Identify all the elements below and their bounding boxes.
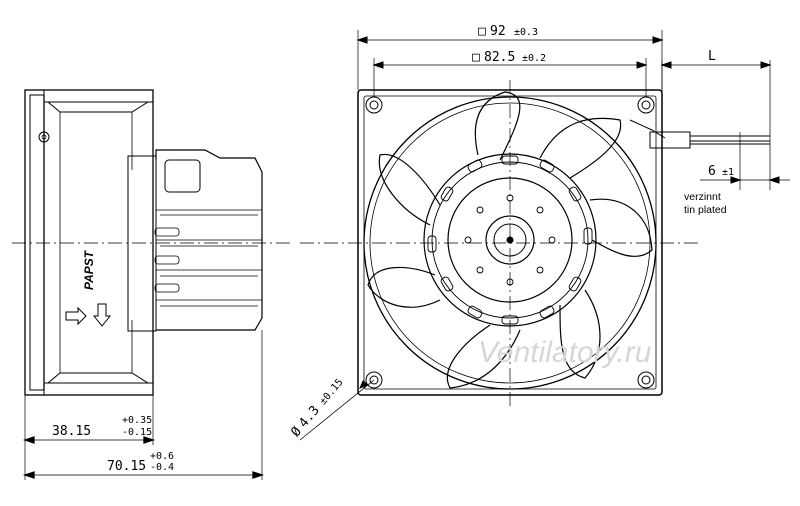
frame-depth-tol-minus: -0.15 [122,427,152,438]
lead-length-label: L [708,49,716,64]
frame-depth-tol-plus: +0.35 [122,415,152,426]
hole-dia-label: Ø 4.3 ±0.15 [289,377,346,440]
impeller-blades [367,91,653,389]
strip-length-tol: ±1 [722,167,734,178]
mount-holes [365,96,655,389]
note-verzinnt: verzinnt [684,191,721,203]
hole-spacing-tol: ±0.2 [522,53,546,64]
side-view [12,89,290,480]
frame-depth-value: 38.15 [52,424,91,439]
hole-dia-tol: ±0.15 [318,377,346,407]
lead-wire [629,60,771,190]
frame-outer-value: 92 [490,24,506,39]
rotation-arrow-icon [92,303,112,327]
brand-logo: PAPST [82,249,96,290]
frame-outer-tol: ±0.3 [514,27,538,38]
front-view [299,30,790,441]
overall-depth-value: 70.15 [107,459,146,474]
watermark: Ventilatory.ru [478,336,652,369]
frame-outer-symbol: □ [478,24,486,39]
hub-slots [427,155,593,325]
airflow-arrow-icon [65,306,87,326]
note-tin-plated: tin plated [684,204,727,216]
hole-dia-value: 4.3 [296,403,323,431]
overall-depth-tol-minus: -0.4 [150,462,174,473]
strip-length-value: 6 [708,164,716,179]
hub-holes [464,194,556,286]
overall-depth-tol-plus: +0.6 [150,451,174,462]
hole-spacing-value: 82.5 [484,50,515,65]
hole-spacing-symbol: □ [472,50,480,65]
